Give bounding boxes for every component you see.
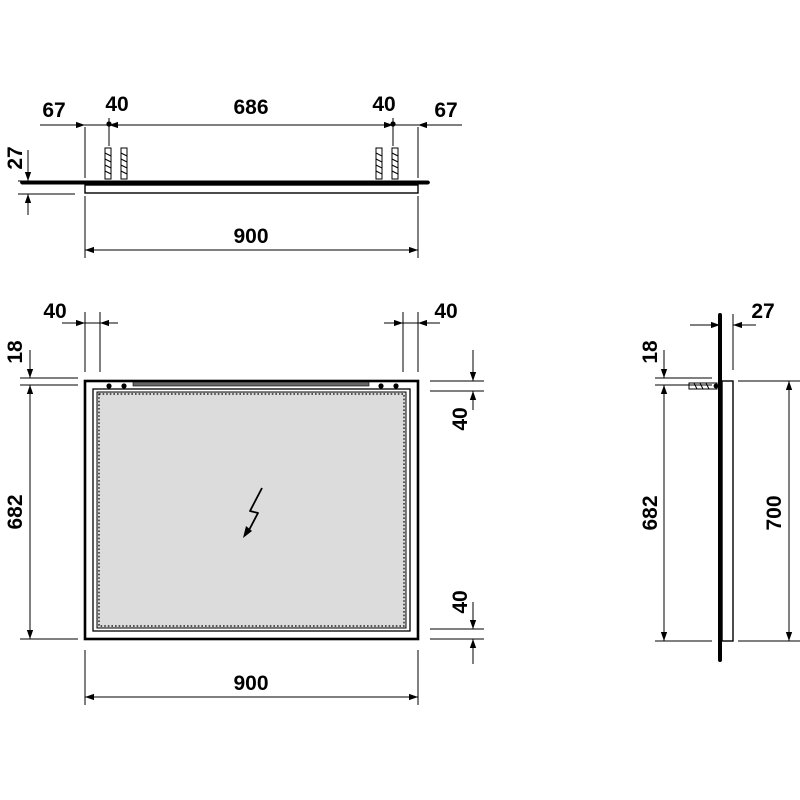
dim-label: 27 xyxy=(4,146,27,169)
dim-label: 682 xyxy=(4,494,27,529)
dim-label: 40 xyxy=(434,300,457,323)
top-view-mirror-plate xyxy=(20,180,430,185)
dim-label: 682 xyxy=(639,495,662,530)
lightning-bolt-icon xyxy=(243,487,263,538)
wall-anchor xyxy=(375,147,383,180)
dim-label: 67 xyxy=(434,99,457,122)
dim-label: 900 xyxy=(233,225,268,248)
front-view-mounting-rail xyxy=(132,381,370,387)
side-view: 27 18 682 700 xyxy=(639,300,800,662)
side-view-frame xyxy=(721,380,734,642)
dim-label: 40 xyxy=(372,93,395,116)
wall-anchor xyxy=(688,382,719,390)
wall-anchor xyxy=(120,147,128,180)
wall-anchor xyxy=(391,147,399,180)
top-view-frame xyxy=(84,184,419,194)
dim-label: 40 xyxy=(449,407,472,430)
top-view: 67 40 686 40 67 27 900 xyxy=(4,93,462,258)
wall-anchor xyxy=(104,147,112,180)
front-view-fixing-holes xyxy=(106,383,399,389)
dim-label: 18 xyxy=(639,340,662,364)
front-view: 40 40 18 682 40 40 900 xyxy=(4,300,484,705)
dim-label: 700 xyxy=(763,495,786,530)
dim-label: 27 xyxy=(751,300,774,323)
top-view-wall-anchors xyxy=(104,147,399,180)
dim-label: 40 xyxy=(105,93,128,116)
dim-label: 40 xyxy=(449,590,472,613)
dim-label: 18 xyxy=(4,340,27,364)
front-view-led-strip xyxy=(98,393,405,627)
dim-label: 67 xyxy=(42,99,65,122)
dim-label: 900 xyxy=(233,672,268,695)
dim-label: 40 xyxy=(43,300,66,323)
dim-label: 686 xyxy=(233,96,268,119)
